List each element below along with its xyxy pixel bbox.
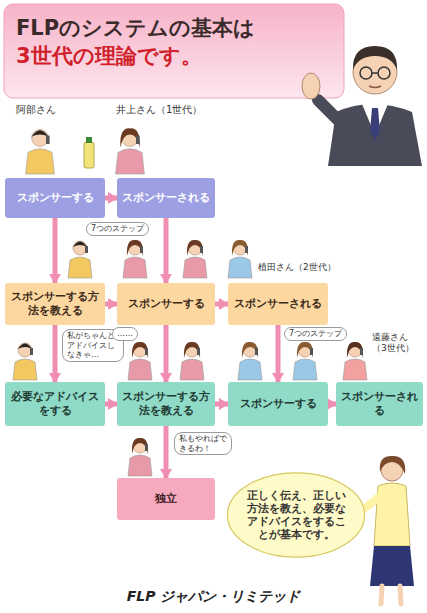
person-figure: [293, 342, 317, 380]
goal-box: 独立: [117, 478, 215, 520]
step-box: スポンサーする方法を教える: [5, 283, 105, 325]
box-text: 正しく伝え、正しい方法を教え、必要なアドバイスをすることが基本です。: [244, 489, 348, 542]
box-text: スポンサーされる: [340, 390, 419, 418]
box-text: 必要なアドバイスをする: [9, 390, 101, 418]
flow-arrow: [164, 218, 169, 283]
person-figure: [180, 342, 204, 380]
person-name: 植田さん（2世代）: [258, 262, 336, 273]
flow-arrow: [53, 218, 58, 283]
flow-arrow: [105, 302, 117, 307]
person-figure: [116, 128, 145, 174]
flow-arrow: [53, 325, 58, 382]
step-box: スポンサーする: [117, 283, 215, 325]
person-name: 井上さん（1世代）: [116, 104, 202, 116]
step-box: スポンサーされる: [117, 178, 215, 218]
product-bottle: [84, 137, 94, 168]
box-text: スポンサーする: [240, 397, 317, 411]
flow-arrow: [328, 402, 336, 407]
person-figure: [123, 240, 147, 278]
flow-arrow: [105, 196, 117, 201]
step-box: スポンサーする方法を教える: [117, 382, 215, 426]
box-text: スポンサーされる: [122, 191, 210, 205]
flow-arrow: [164, 426, 169, 478]
person-figure: [238, 342, 262, 380]
box-text: スポンサーされる: [234, 297, 322, 311]
step-box: 必要なアドバイスをする: [5, 382, 105, 426]
person-figure: [128, 438, 152, 476]
speech-text: 私もやればできるわ！: [174, 432, 232, 455]
person-name: 阿部さん: [16, 104, 56, 116]
flow-arrow: [215, 302, 228, 307]
person-figure: [68, 241, 92, 278]
box-text: スポンサーする方法を教える: [9, 290, 101, 318]
title-banner: [4, 4, 344, 98]
speech-text: 7つのステップ: [86, 222, 149, 236]
title: FLPのシステムの基本は 3世代の理論です。: [16, 14, 306, 71]
box-text: スポンサーする方法を教える: [121, 390, 211, 418]
box-text: スポンサーする: [17, 191, 94, 205]
speech-bubble: 正しく伝え、正しい方法を教え、必要なアドバイスをすることが基本です。: [226, 472, 366, 558]
caption: FLP ジャパン・リミテッド: [0, 588, 427, 606]
box-text: スポンサーする: [128, 297, 205, 311]
step-box: スポンサーされる: [336, 382, 423, 426]
person-figure: [343, 342, 367, 380]
flow-arrow: [164, 325, 169, 382]
box-text: 独立: [155, 492, 177, 506]
flow-arrow: [105, 402, 117, 407]
speech-text: 7つのステップ: [284, 327, 347, 341]
presenter-figure: [302, 46, 422, 166]
flow-arrow: [276, 325, 281, 382]
person-name: 遠藤さん（3世代）: [372, 332, 422, 354]
person-figure: [128, 342, 152, 380]
step-box: スポンサーする: [228, 382, 328, 426]
person-figure: [26, 130, 55, 174]
person-figure: [13, 343, 37, 380]
flow-arrow: [215, 402, 228, 407]
step-box: スポンサーする: [5, 178, 105, 218]
speech-text: ……: [112, 327, 138, 341]
person-figure: [228, 240, 252, 278]
person-figure: [183, 240, 207, 278]
step-box: スポンサーされる: [228, 283, 328, 325]
